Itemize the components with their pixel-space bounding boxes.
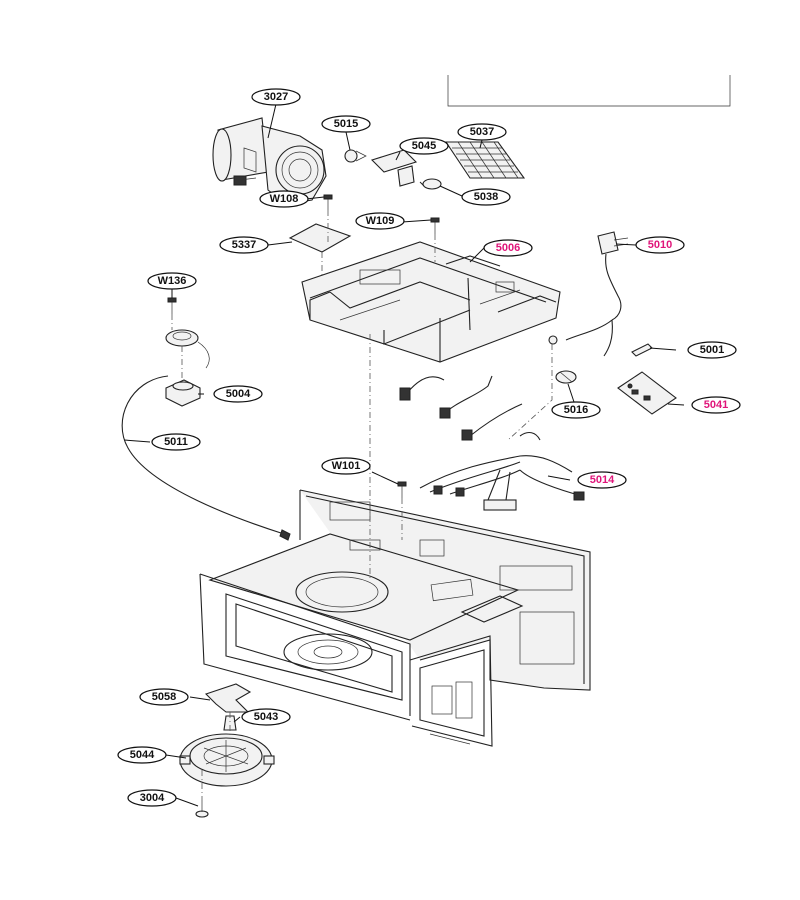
callout-5006: 5006 [483,239,533,257]
svg-text:5037: 5037 [470,126,494,138]
callout-5044: 5044 [117,746,167,764]
callout-5016: 5016 [551,401,601,419]
stirrer-blade-part [204,683,252,713]
turntable-motor-bracket-part [165,329,210,369]
svg-text:5041: 5041 [704,399,728,411]
svg-text:5016: 5016 [564,404,588,416]
callout-w136: W136 [147,272,197,290]
bulb-part [419,178,442,190]
pcb-board-part [617,371,677,415]
svg-text:5001: 5001 [700,344,724,356]
callout-5011: 5011 [151,433,201,451]
motor-5004-part [165,379,201,407]
callout-3027: 3027 [251,88,301,106]
svg-text:3004: 3004 [140,792,165,804]
bracket-5337-part [288,223,352,253]
leader-lines [123,103,685,807]
svg-text:W101: W101 [332,460,361,472]
cavity-chassis-part [199,489,591,747]
callout-5058: 5058 [139,688,189,706]
callout-5004: 5004 [213,385,263,403]
svg-text:5038: 5038 [474,191,498,203]
svg-text:5045: 5045 [412,140,436,152]
svg-text:5043: 5043 [254,711,278,723]
svg-text:5004: 5004 [226,388,251,400]
callout-5010: 5010 [635,236,685,254]
callout-5038: 5038 [461,188,511,206]
lamp-part [344,149,367,163]
callout-w101: W101 [321,457,371,475]
svg-text:5011: 5011 [164,436,188,448]
fan-housing-part [179,733,275,787]
fuse-part [631,343,653,357]
svg-text:5058: 5058 [152,691,176,703]
svg-text:W136: W136 [158,275,187,287]
callout-5001: 5001 [687,341,737,359]
svg-text:W109: W109 [366,215,395,227]
callout-5015: 5015 [321,115,371,133]
screw-w101-part [397,481,407,498]
screw-w108-part [323,194,333,210]
svg-text:5006: 5006 [496,242,520,254]
title-frame [447,75,731,107]
screw-3004-part [195,800,209,818]
power-cord-part [548,231,629,357]
svg-text:5337: 5337 [232,239,256,251]
callout-w109: W109 [355,212,405,230]
callout-3004: 3004 [127,789,177,807]
thermostat-part [555,370,577,384]
charcoal-filter-part [444,141,526,179]
svg-text:5014: 5014 [590,474,615,486]
lamp-socket-part [370,149,418,187]
coupler-part [223,715,237,731]
svg-text:5044: 5044 [130,749,155,761]
svg-text:5010: 5010 [648,239,672,251]
screw-w136-part [167,297,177,314]
wire-harness-5011-part [121,375,291,541]
callout-5337: 5337 [219,236,269,254]
base-plate-part [301,241,561,363]
callout-5043: 5043 [241,708,291,726]
callout-5037: 5037 [457,123,507,141]
svg-text:W108: W108 [270,193,299,205]
svg-text:5015: 5015 [334,118,358,130]
callout-5041: 5041 [691,396,741,414]
wire-harness-5014-part [399,375,585,511]
callout-5045: 5045 [399,137,449,155]
assembly-lines [171,210,553,800]
callout-w108: W108 [259,190,309,208]
svg-text:3027: 3027 [264,91,288,103]
screw-w109-part [430,217,440,234]
callout-5014: 5014 [577,471,627,489]
